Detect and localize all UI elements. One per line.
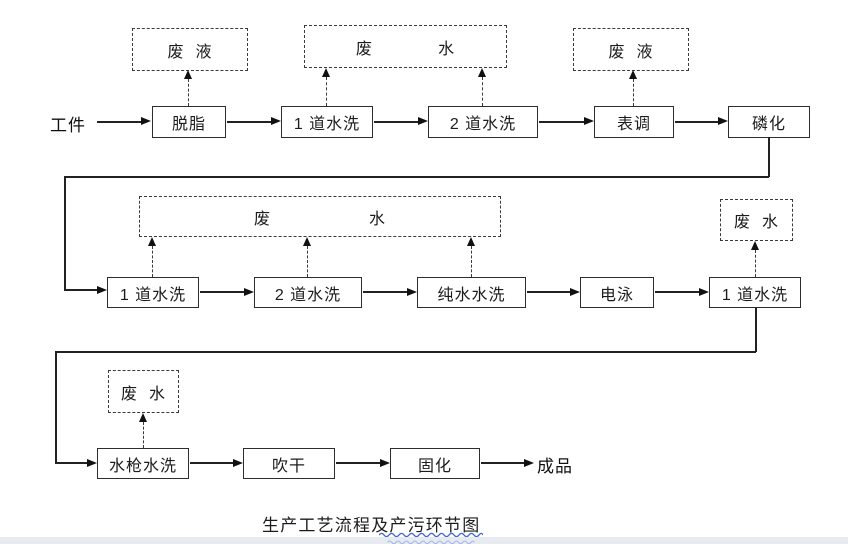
arrowhead-right-icon [584,117,594,125]
arrow-shaft [675,121,719,123]
process-box-curing: 固化 [390,448,480,479]
arrowhead-up-icon [138,413,147,422]
process-box-rinse1-r2: 1 道水洗 [107,277,199,308]
arrow-shaft [374,121,419,123]
arrowhead-right-icon [87,458,97,467]
arrow-shaft [363,291,408,293]
process-box-pure-water-rinse: 纯水水洗 [417,277,526,308]
arrowhead-right-icon [244,287,254,296]
arrow-shaft [190,462,234,464]
arrowhead-up-icon [750,241,759,250]
process-box-surface-cond: 表调 [594,106,674,138]
waste-arrow-shaft [633,79,634,106]
connector-line [64,176,66,290]
process-box-gun-rinse: 水枪水洗 [97,448,189,479]
waste-arrow-shaft [188,79,189,106]
window-bottom-edge [0,537,848,544]
arrowhead-up-icon [183,70,192,79]
squiggle-underline-ghost [387,540,475,544]
connector-line [755,308,757,352]
arrowhead-right-icon [699,287,709,296]
arrowhead-up-icon [477,68,486,77]
waste-arrow-shaft [471,246,472,277]
process-box-electrophoresis: 电泳 [580,277,654,308]
connector-line [64,289,98,291]
arrowhead-right-icon [233,458,243,467]
arrow-shaft [200,291,245,293]
diagram-caption: 生产工艺流程及产污环节图 [262,516,481,535]
arrow-shaft [336,462,381,464]
arrowhead-up-icon [466,237,475,246]
waste-box-r1-1: 废 液 [132,28,248,71]
source-label: 工件 [50,116,86,135]
process-box-rinse2-r1: 2 道水洗 [428,106,538,138]
arrowhead-right-icon [271,117,281,125]
waste-arrow-shaft [152,246,153,277]
arrowhead-right-icon [570,287,580,296]
waste-box-r2-2: 废 水 [720,199,793,241]
arrow-shaft [481,462,525,464]
arrowhead-right-icon [524,458,534,467]
arrowhead-up-icon [147,237,156,246]
arrowhead-up-icon [302,237,311,246]
arrowhead-right-icon [97,285,107,294]
arrow-shaft [227,121,272,123]
process-box-phosphating: 磷化 [728,106,810,138]
waste-box-r1-3: 废 液 [573,28,689,71]
waste-arrow-shaft [755,250,756,277]
arrow-shaft [97,121,142,123]
output-label: 成品 [537,457,573,476]
arrow-shaft [527,291,571,293]
waste-box-r1-2: 废 水 [304,25,507,68]
arrowhead-right-icon [418,117,428,125]
connector-line [64,176,769,178]
arrowhead-right-icon [141,117,151,125]
arrowhead-right-icon [407,287,417,296]
waste-box-r2-1: 废 水 [139,196,501,237]
arrowhead-right-icon [718,117,728,125]
arrowhead-right-icon [380,458,390,467]
squiggle-underline [379,532,483,537]
arrowhead-up-icon [628,70,637,79]
process-box-blow-dry: 吹干 [243,448,335,479]
connector-line [55,351,756,353]
arrow-shaft [539,121,585,123]
arrowhead-up-icon [321,68,330,77]
connector-line [55,462,88,464]
connector-line [55,351,57,463]
waste-arrow-shaft [326,77,327,106]
process-box-rinse1-r1: 1 道水洗 [281,106,373,138]
arrow-shaft [655,291,700,293]
waste-arrow-shaft [307,246,308,277]
waste-arrow-shaft [143,422,144,448]
waste-arrow-shaft [482,77,483,106]
connector-line [768,137,770,177]
process-box-degrease: 脱脂 [152,106,226,138]
process-box-rinse2-r2: 2 道水洗 [254,277,362,308]
process-box-rinse1b-r2: 1 道水洗 [709,277,801,308]
waste-box-r3-1: 废 水 [108,370,179,413]
